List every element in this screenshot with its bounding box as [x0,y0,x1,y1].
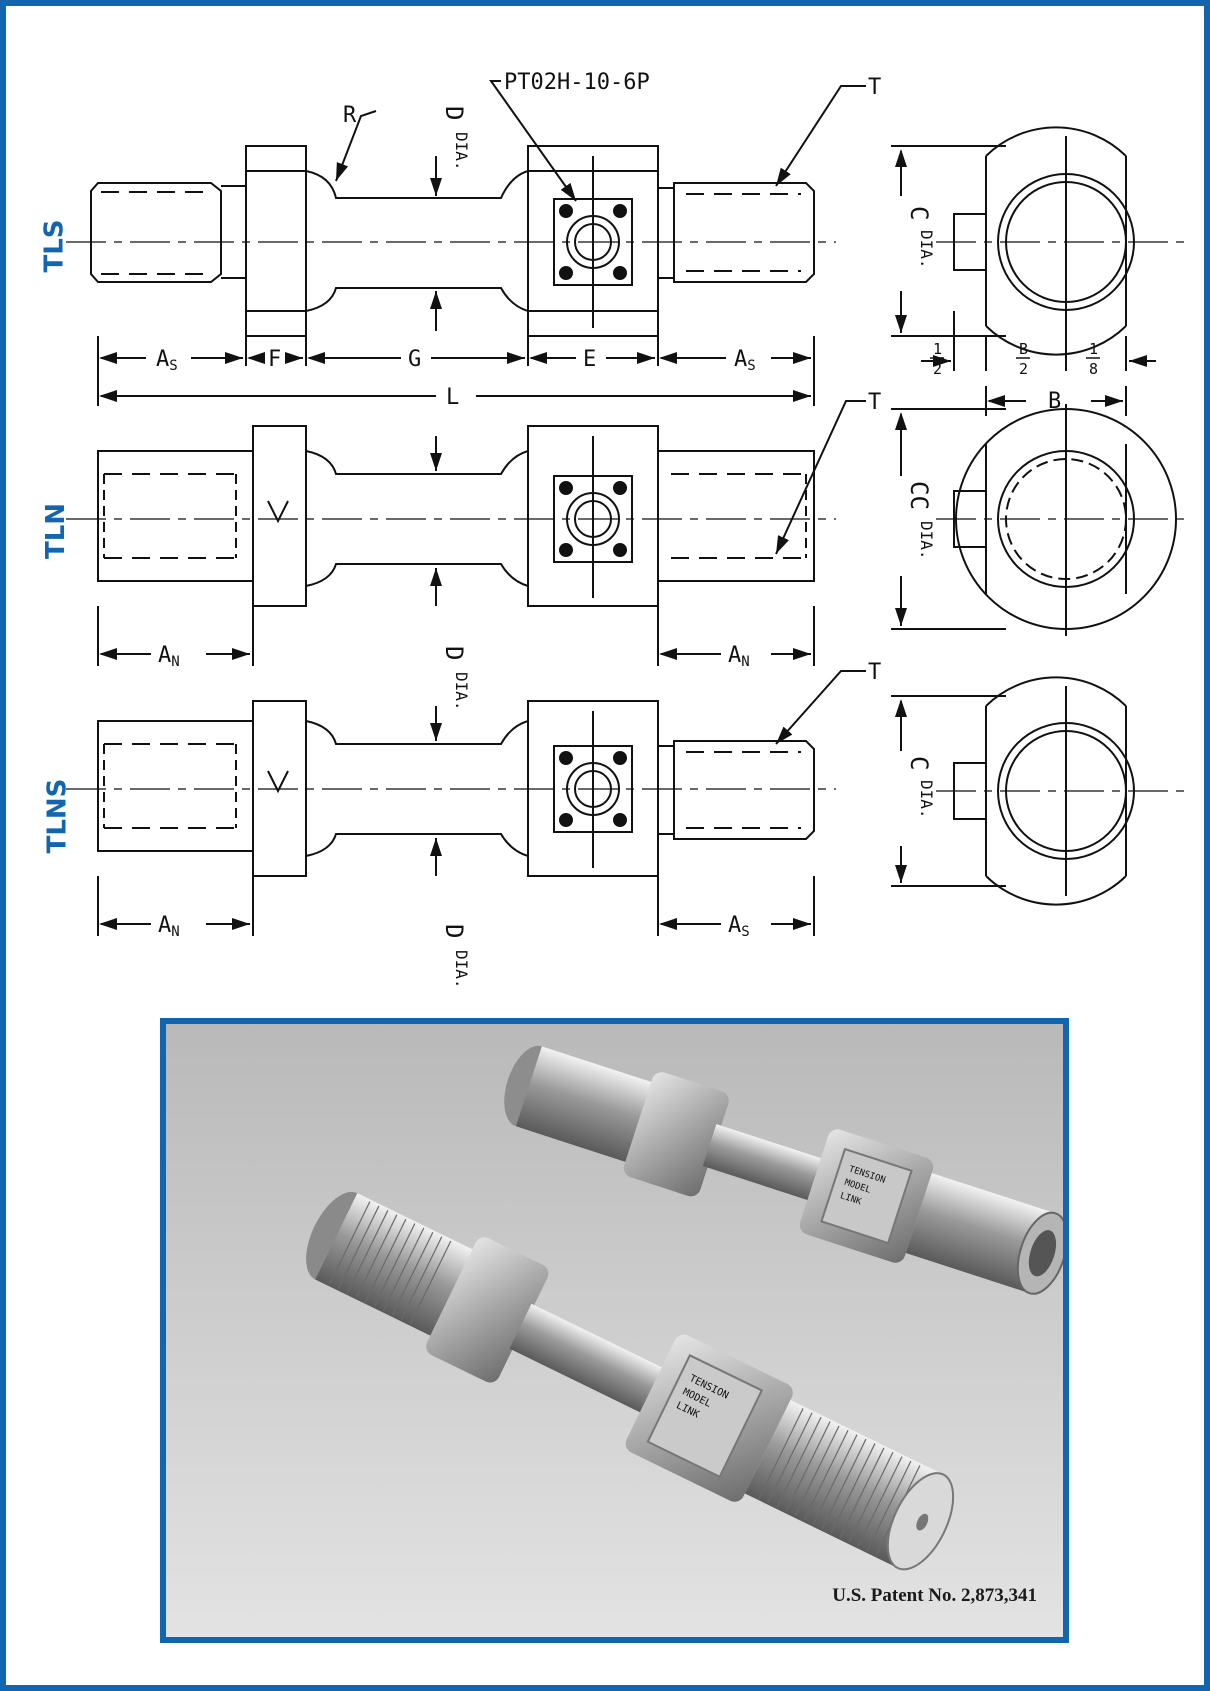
f-label: F [268,347,281,372]
tension-link-photo: TENSION MODEL LINK [166,1024,1063,1637]
d-dia-label-tls: D [440,106,468,120]
product-photo: TENSION MODEL LINK [160,1018,1069,1643]
l-label: L [446,385,459,410]
eighth-den: 8 [1089,360,1098,378]
eighth-num: 1 [1089,340,1098,358]
tln-end-view [891,404,1186,636]
an-label-tln-left: AN [158,643,180,670]
d-dia-label-tln: D [440,646,468,660]
tls-dimensions [97,336,815,406]
thread-label-tln: T [868,390,881,415]
tls-side-view [66,80,866,337]
front-tension-link: TENSION MODEL LINK [306,1191,955,1571]
tls-end-view [891,126,1186,416]
as-label-right: AS [734,347,756,374]
tlns-side-view [66,670,866,936]
part-number-label: PT02H-10-6P [504,70,650,95]
c-dia-label-tls: C [905,206,933,220]
cc-dia-label-tln: CC [905,481,933,510]
thread-label-tls: T [868,75,881,100]
g-label: G [408,347,421,372]
tln-side-view [66,400,866,666]
technical-drawing: PT02H-10-6P R T T T D DIA. D DIA. D DIA.… [66,70,1186,989]
dia-suffix-tls: DIA. [452,132,471,171]
d-dia-label-tlns: D [440,924,468,938]
cc-dia-suffix-tln: DIA. [917,521,936,560]
patent-caption: U.S. Patent No. 2,873,341 [832,1585,1037,1606]
as-label-tlns: AS [728,913,750,940]
an-label-tln-right: AN [728,643,750,670]
b-half-den: 2 [1019,360,1028,378]
b-half-num: B [1019,340,1028,358]
back-tension-link: TENSION MODEL LINK [504,1045,1063,1295]
an-label-tlns: AN [158,913,180,940]
tlns-end-view [891,676,1186,906]
b-label: B [1048,389,1061,414]
radius-label: R [343,103,357,128]
dia-suffix-tln: DIA. [452,672,471,711]
c-dia-suffix-tlns: DIA. [917,780,936,819]
c-dia-suffix-tls: DIA. [917,230,936,269]
as-label-left: AS [156,347,178,374]
half-num: 1 [933,340,942,358]
half-den: 2 [933,360,942,378]
dia-suffix-tlns: DIA. [452,950,471,989]
thread-label-tlns: T [868,660,881,685]
e-label: E [583,347,596,372]
c-dia-label-tlns: C [905,756,933,770]
